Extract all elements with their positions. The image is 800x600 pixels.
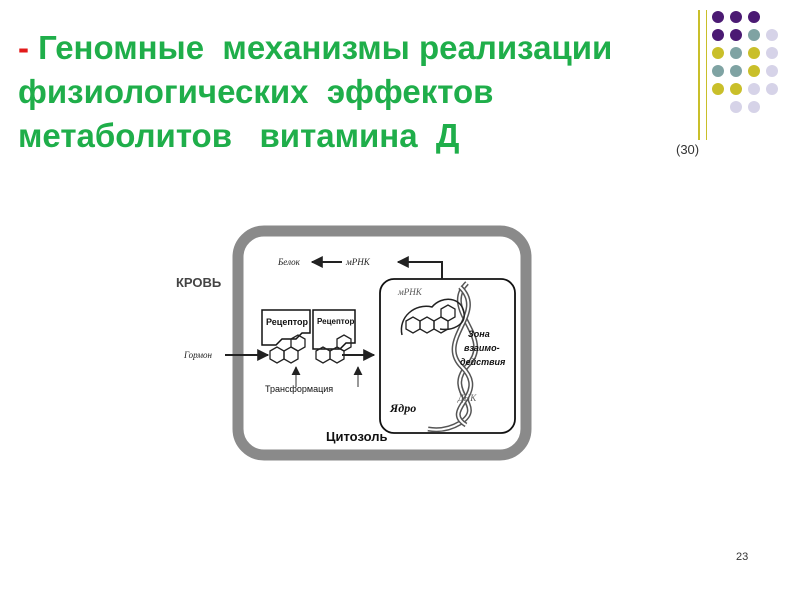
decorative-dot bbox=[730, 47, 742, 59]
decorative-dot bbox=[730, 101, 742, 113]
blood-label: КРОВЬ bbox=[176, 275, 221, 290]
cell-membrane bbox=[232, 225, 532, 461]
decorative-dot bbox=[748, 65, 760, 77]
mrna-label: мРНК bbox=[345, 257, 371, 267]
nucleus-hormone-receptor-complex bbox=[400, 298, 465, 336]
decorative-dot bbox=[766, 47, 778, 59]
title-line-1: Геномные механизмы реализации bbox=[29, 29, 613, 66]
cytosol-label: Цитозоль bbox=[326, 429, 387, 444]
hormone-steroid-rings-2 bbox=[315, 334, 352, 364]
vitamin-d-genomic-mechanism-diagram: Рецептор Рецептор КРОВЬ Гормон Белок мРН… bbox=[176, 225, 532, 461]
decorative-dot bbox=[712, 11, 724, 23]
slide-title: - Геномные механизмы реализации физиолог… bbox=[18, 26, 718, 158]
decorative-dot bbox=[748, 47, 760, 59]
decorative-dot bbox=[730, 29, 742, 41]
decorative-dot bbox=[748, 101, 760, 113]
mrna-export-arrow bbox=[396, 256, 443, 279]
receptor-box-1 bbox=[261, 309, 311, 346]
hormone-label: Гормон bbox=[183, 350, 212, 360]
interaction-zone-line-2: взаимо- bbox=[464, 343, 500, 353]
dna-helix-strand bbox=[453, 286, 472, 426]
nucleus-label: Ядро bbox=[389, 401, 416, 415]
interaction-zone-line-3: действия bbox=[460, 357, 506, 367]
reference-number: (30) bbox=[676, 142, 700, 157]
decorative-dot bbox=[766, 65, 778, 77]
title-line-2: физиологических эффектов bbox=[18, 73, 494, 110]
dna-label: ДНК bbox=[457, 393, 477, 403]
decorative-dot bbox=[730, 83, 742, 95]
decorative-dot bbox=[748, 83, 760, 95]
decorative-dot bbox=[730, 11, 742, 23]
receptor-label-1: Рецептор bbox=[266, 317, 309, 327]
interaction-zone-line-1: Зона bbox=[468, 329, 490, 339]
page-number: 23 bbox=[736, 551, 749, 563]
receptor-box-2 bbox=[312, 309, 356, 350]
title-line-3: метаболитов витамина Д bbox=[18, 117, 460, 154]
receptor-label-2: Рецептор bbox=[317, 317, 354, 326]
protein-label: Белок bbox=[277, 257, 301, 267]
decorative-dot bbox=[748, 11, 760, 23]
hormone-steroid-rings-1 bbox=[269, 334, 306, 364]
decorative-dot bbox=[766, 83, 778, 95]
transformation-label: Трансформация bbox=[265, 384, 333, 394]
decorative-dot bbox=[748, 29, 760, 41]
decorative-dot bbox=[730, 65, 742, 77]
nucleus-mrna-label: мРНК bbox=[397, 287, 423, 297]
title-dash: - bbox=[18, 29, 29, 66]
decorative-dot bbox=[766, 29, 778, 41]
